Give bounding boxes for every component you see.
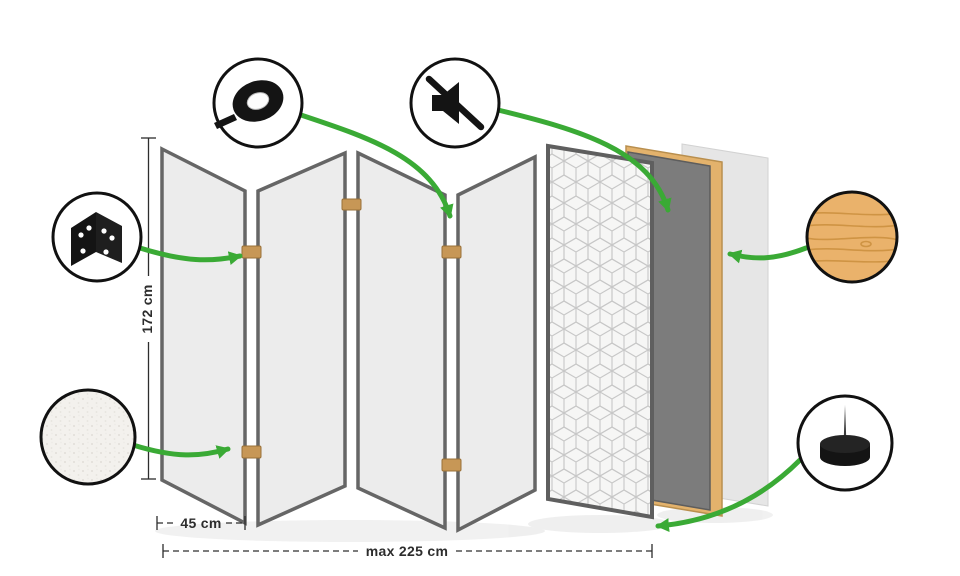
arrow-mute-to-core (495, 107, 672, 213)
hinge-fold3-top (441, 245, 462, 259)
hinge-icon (71, 212, 122, 266)
arrow-tape-to-fold (298, 112, 454, 219)
texture-callout (39, 388, 137, 486)
hinge-fold1-bottom (241, 445, 262, 459)
arrow-wood-to-frame (727, 245, 809, 264)
panel-1 (160, 146, 247, 526)
felt-callout (796, 394, 894, 492)
panel-width-label: 45 cm (180, 515, 221, 531)
panel-hinges (241, 198, 462, 472)
callout-arrows (130, 107, 809, 533)
arrow-felt-to-bottom (655, 457, 803, 533)
pattern-panel (546, 143, 654, 520)
folding-panels (160, 146, 537, 533)
height-label: 172 cm (139, 284, 155, 333)
panel-3 (356, 150, 447, 531)
dimension-max-width (162, 544, 653, 558)
adhesive-tape-icon (214, 80, 284, 129)
wood-callout (805, 190, 899, 284)
panel-4 (456, 154, 537, 533)
hinge-fold3-bottom (441, 458, 462, 472)
mute-speaker-icon (425, 75, 485, 131)
hinge-fold1-top (241, 245, 262, 259)
texture-surface-icon (39, 388, 137, 486)
hinge-callout (51, 191, 143, 283)
felt-pad-icon (820, 405, 870, 466)
max-width-label: max 225 cm (366, 543, 448, 559)
arrow-hinge-to-fold (137, 245, 243, 266)
dimension-panel-width (156, 516, 246, 530)
tape-callout (212, 57, 304, 149)
hinge-fold2-top (341, 198, 362, 211)
panel-2 (256, 150, 347, 528)
arrow-texture-to-panel (130, 442, 231, 459)
mute-callout (409, 57, 501, 149)
